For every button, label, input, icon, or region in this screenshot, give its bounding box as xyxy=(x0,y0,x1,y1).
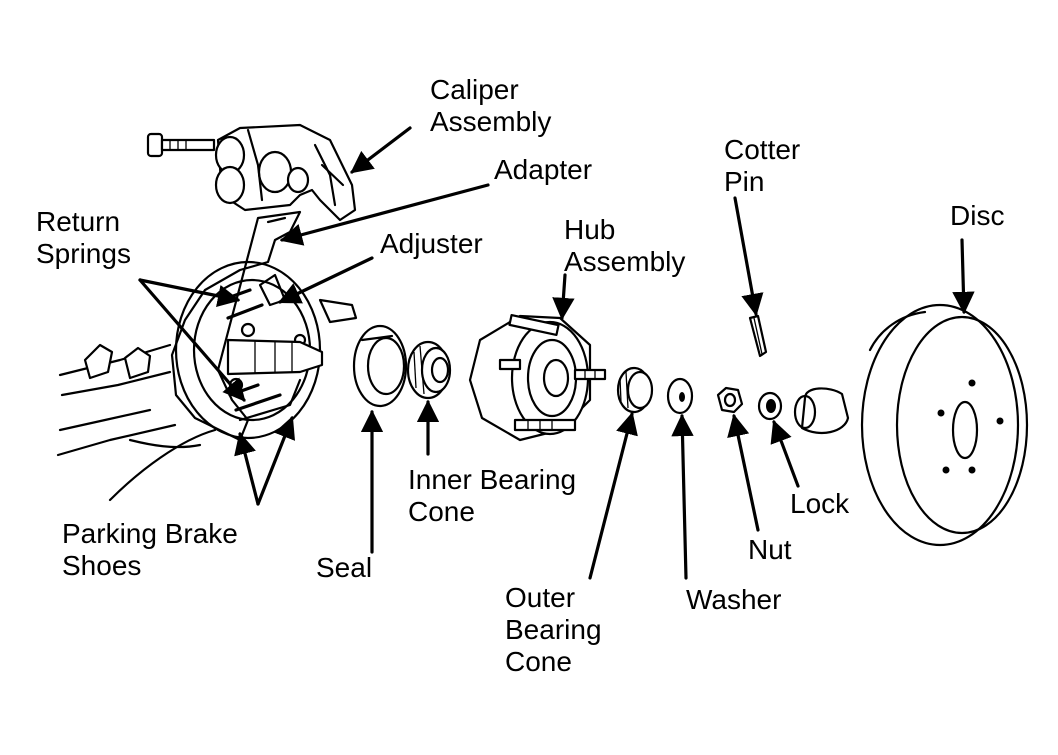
label-outer-bearing-cone: Outer Bearing Cone xyxy=(505,582,602,677)
label-adapter: Adapter xyxy=(494,154,593,185)
disc-arrow xyxy=(952,238,975,315)
label-cotter-pin: Cotter Pin xyxy=(724,134,801,197)
label-nut: Nut xyxy=(748,534,792,565)
outer-bearing-arrow xyxy=(588,411,638,580)
seal-drawing xyxy=(352,324,408,408)
adapter-drawing xyxy=(170,210,358,442)
adapter-arrow xyxy=(279,183,490,246)
lock-drawing xyxy=(757,391,783,421)
hub-drawing xyxy=(468,314,607,442)
label-return-springs: Return Springs xyxy=(36,206,131,269)
parking-brake-arrow-2 xyxy=(256,415,296,506)
cotter-pin-arrow xyxy=(733,196,764,317)
label-caliper-assembly: Caliper Assembly xyxy=(430,74,552,137)
dust-cap-drawing xyxy=(793,387,850,435)
hub-arrow xyxy=(552,273,575,321)
label-washer: Washer xyxy=(686,584,782,615)
disc-drawing xyxy=(860,303,1029,547)
return-spring-arrow-1 xyxy=(138,278,241,307)
caliper-arrow xyxy=(350,126,412,174)
caliper-bolt xyxy=(146,132,216,158)
washer-drawing xyxy=(666,377,694,415)
parking-brake-arrow-1 xyxy=(234,431,260,506)
nut-drawing xyxy=(716,386,744,414)
lock-arrow xyxy=(770,419,800,488)
knuckle-drawing xyxy=(56,343,217,502)
label-lock: Lock xyxy=(790,488,850,519)
cotter-pin-drawing xyxy=(748,314,768,358)
return-spring-arrow-2 xyxy=(138,278,246,402)
nut-arrow xyxy=(727,413,760,532)
washer-arrow xyxy=(671,413,694,580)
adjuster-arrow xyxy=(277,256,374,304)
leader-arrows xyxy=(138,126,975,580)
label-parking-brake-shoes: Parking Brake Shoes xyxy=(62,518,238,581)
inner-bearing-drawing xyxy=(406,340,452,400)
label-inner-bearing-cone: Inner Bearing Cone xyxy=(408,464,577,527)
label-disc: Disc xyxy=(950,200,1005,231)
label-hub-assembly: Hub Assembly xyxy=(564,214,686,277)
caliper-drawing xyxy=(214,123,357,222)
label-adjuster: Adjuster xyxy=(380,228,483,259)
outer-bearing-drawing xyxy=(616,366,654,414)
label-seal: Seal xyxy=(316,552,373,583)
